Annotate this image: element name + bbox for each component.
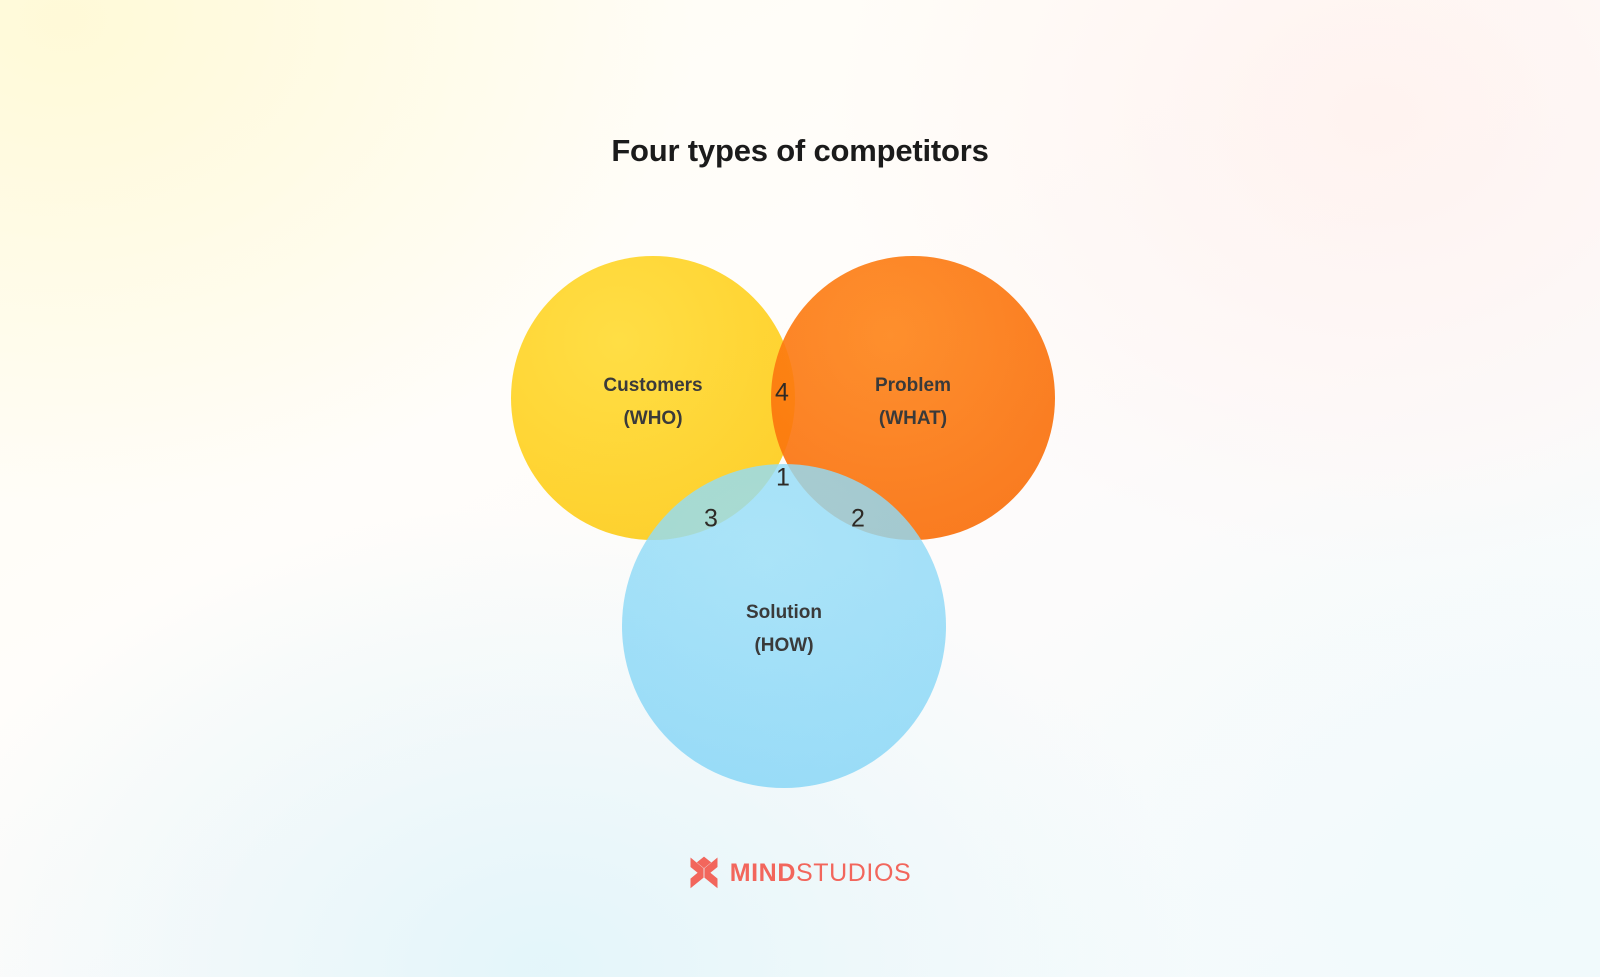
mindstudios-shield-icon xyxy=(690,856,718,889)
brand-wordmark-bold: MIND xyxy=(729,858,796,887)
venn-region-value-center: 1 xyxy=(776,463,790,492)
venn-label-problem: Problem (WHAT) xyxy=(875,369,951,435)
footer-logo[interactable]: MINDSTUDIOS xyxy=(0,856,1600,890)
venn-circle-problem xyxy=(771,256,1055,540)
venn-circle-solution xyxy=(622,464,946,788)
brand-wordmark: MINDSTUDIOS xyxy=(730,859,912,888)
page-title: Four types of competitors xyxy=(611,132,989,168)
venn-circle-customers xyxy=(511,256,795,540)
venn-region-value-customers-problem: 4 xyxy=(775,378,789,407)
venn-label-solution-sub: (HOW) xyxy=(754,635,814,656)
venn-label-customers-sub: (WHO) xyxy=(623,408,683,429)
venn-label-solution: Solution (HOW) xyxy=(746,596,822,662)
venn-label-customers-title: Customers xyxy=(603,375,703,396)
venn-label-problem-sub: (WHAT) xyxy=(878,408,948,429)
venn-region-value-customers-solution: 3 xyxy=(704,504,718,533)
venn-region-value-problem-solution: 2 xyxy=(851,504,865,533)
venn-label-customers: Customers (WHO) xyxy=(603,369,702,435)
venn-label-solution-title: Solution xyxy=(746,602,822,623)
venn-label-problem-title: Problem xyxy=(874,375,952,396)
brand-wordmark-light: STUDIOS xyxy=(795,858,912,887)
